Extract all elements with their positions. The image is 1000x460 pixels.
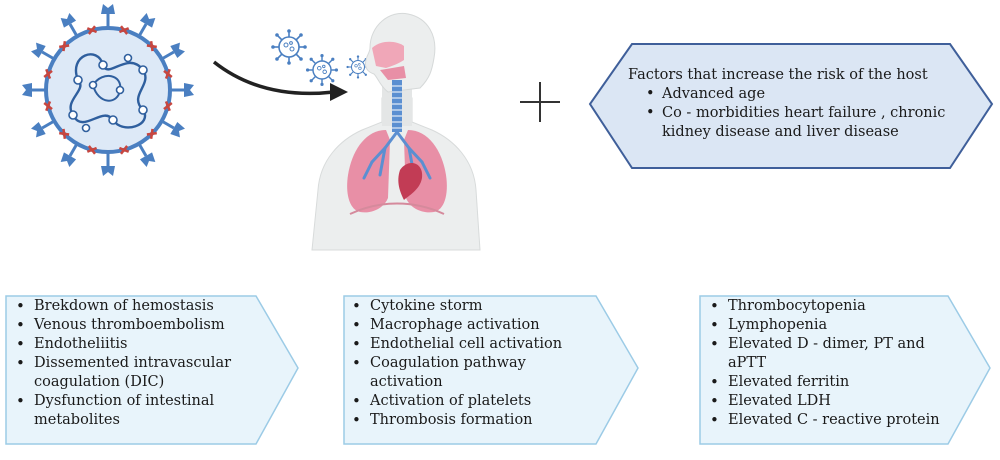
plus-icon bbox=[520, 82, 560, 122]
box-2-list: Cytokine storm Macrophage activation End… bbox=[348, 297, 598, 430]
list-item: Dysfunction of intestinal metabolites bbox=[12, 392, 248, 430]
risk-factors-title: Factors that increase the risk of the ho… bbox=[628, 67, 928, 83]
list-item: Venous thromboembolism bbox=[12, 316, 248, 335]
list-item: Activation of platelets bbox=[348, 392, 598, 411]
list-item: Thrombocytopenia bbox=[706, 297, 942, 316]
risk-factors-text: Factors that increase the risk of the ho… bbox=[628, 66, 958, 142]
list-item: Cytokine storm bbox=[348, 297, 598, 316]
airborne-virus-icon bbox=[270, 28, 308, 66]
coronavirus-illustration bbox=[20, 2, 196, 178]
list-item: Brekdown of hemostasis bbox=[12, 297, 248, 316]
risk-factor-item: Co - morbidities heart failure , chronic… bbox=[628, 104, 958, 142]
list-item: Lymphopenia bbox=[706, 316, 942, 335]
list-item: Elevated ferritin bbox=[706, 373, 942, 392]
list-item: Elevated D - dimer, PT and aPTT bbox=[706, 335, 942, 373]
human-respiratory-system-illustration bbox=[311, 12, 481, 251]
list-item: Elevated C - reactive protein bbox=[706, 411, 942, 430]
box-3-list: Thrombocytopenia Lymphopenia Elevated D … bbox=[706, 297, 942, 430]
box-1-list: Brekdown of hemostasis Venous thromboemb… bbox=[12, 297, 248, 430]
list-item: Endotheliitis bbox=[12, 335, 248, 354]
list-item: Endothelial cell activation bbox=[348, 335, 598, 354]
risk-factor-item: Advanced age bbox=[628, 85, 958, 104]
airborne-virus-icon bbox=[305, 53, 339, 87]
list-item: Dissemented intravascular coagulation (D… bbox=[12, 354, 248, 392]
transmission-arrow bbox=[212, 60, 348, 101]
list-item: Thrombosis formation bbox=[348, 411, 598, 430]
list-item: Coagulation pathway activation bbox=[348, 354, 598, 392]
list-item: Macrophage activation bbox=[348, 316, 598, 335]
list-item: Elevated LDH bbox=[706, 392, 942, 411]
